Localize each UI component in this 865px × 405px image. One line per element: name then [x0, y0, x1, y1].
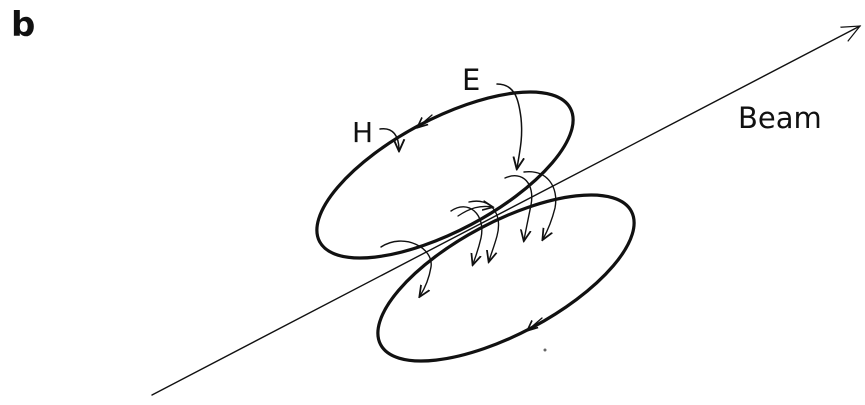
h-field-label: H: [352, 116, 373, 149]
e-field-label: E: [462, 63, 480, 97]
scan-speck: [543, 348, 547, 352]
e-label-pointer: [496, 83, 522, 168]
panel-label: b: [11, 5, 36, 45]
e-field-arc-6: [457, 206, 492, 217]
e-field-arc-2: [450, 206, 483, 264]
upper-h-field-loop: [315, 90, 575, 260]
lower-loop-direction-arrow: [528, 317, 543, 330]
h-label-pointer: [379, 128, 399, 150]
upper-loop-direction-arrow: [418, 114, 433, 127]
beam-line: [151, 25, 860, 396]
e-field-arc-5: [523, 171, 557, 239]
beam-label: Beam: [738, 101, 822, 135]
lower-h-field-loop: [376, 193, 636, 363]
e-field-arc-1: [380, 240, 432, 296]
e-field-arc-4: [504, 175, 533, 240]
